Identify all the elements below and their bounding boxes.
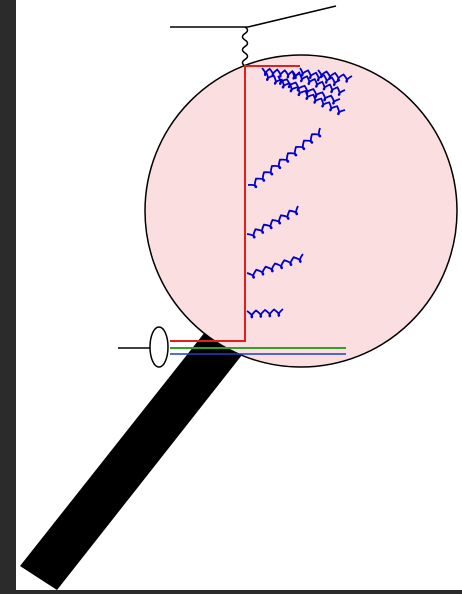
feynman-magnifier-diagram [16,0,462,590]
proton-ellipse [150,327,168,367]
magnifier-handle [20,332,242,590]
magnifier-lens [145,55,457,367]
outgoing-lepton-line [248,6,336,27]
diagram-canvas [16,0,462,590]
photon-wavy-line [243,27,248,66]
